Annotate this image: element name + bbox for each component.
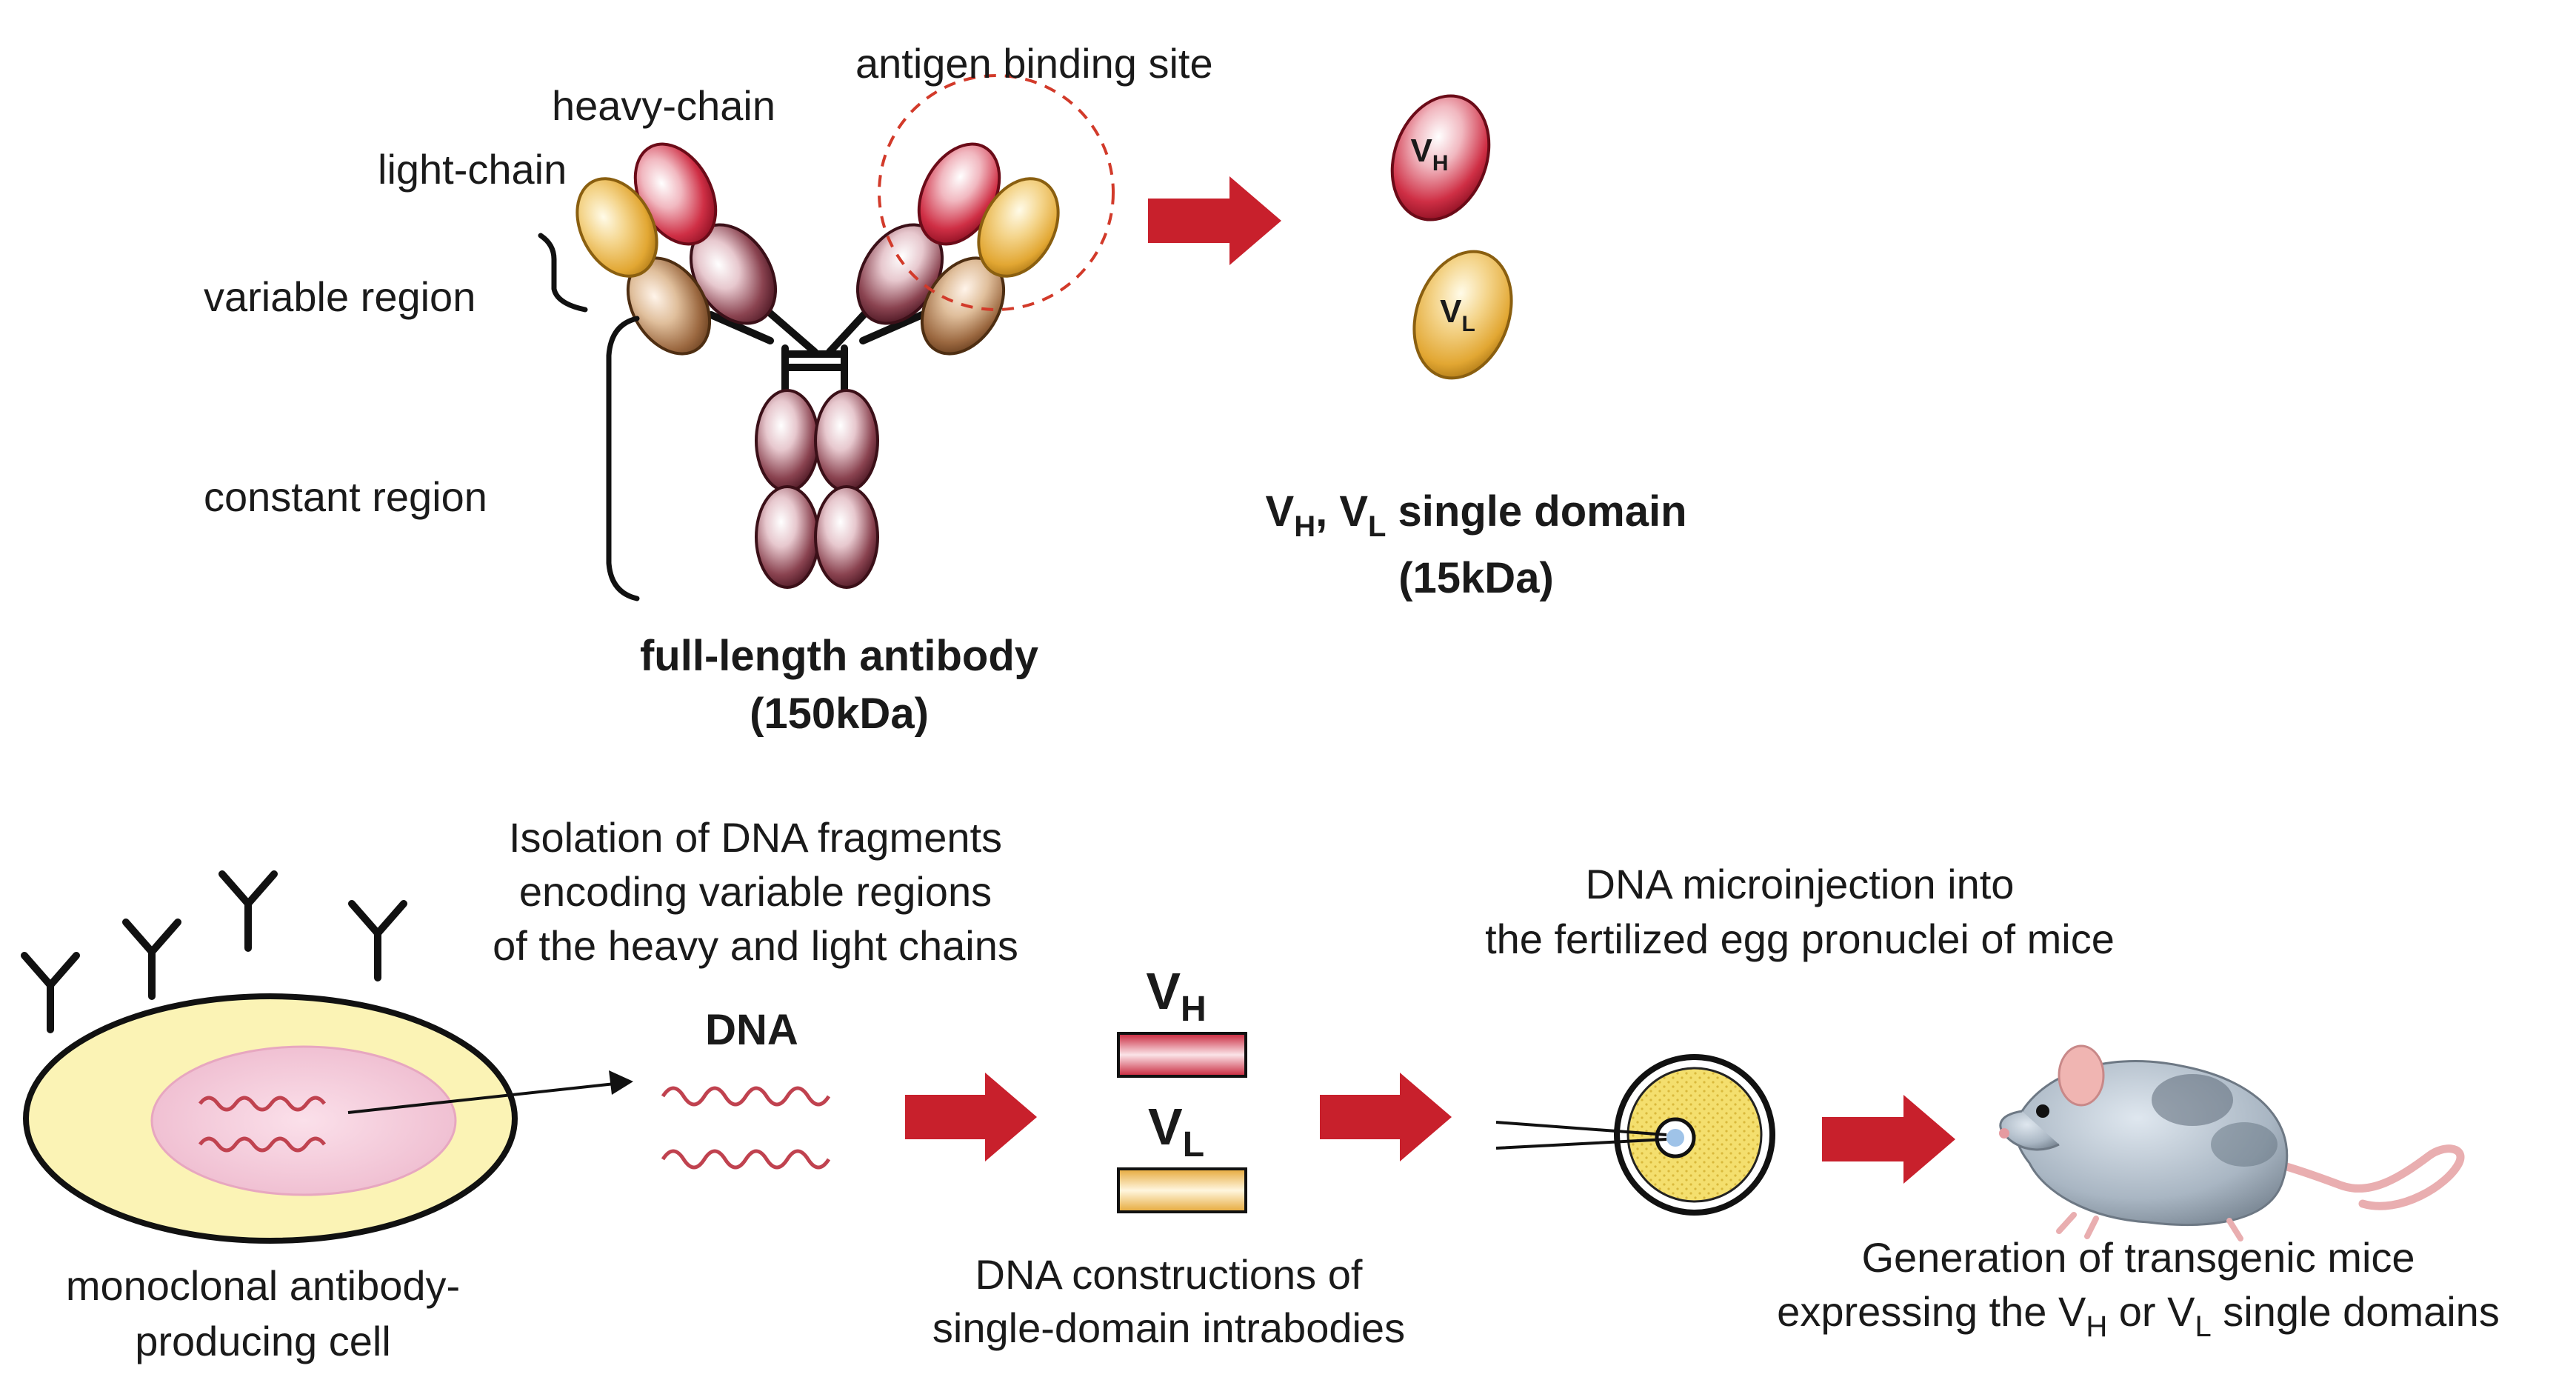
fertilized-egg <box>1614 1054 1775 1216</box>
constructions-caption-2: single-domain intrabodies <box>932 1304 1405 1351</box>
vh-domain-sub: H <box>1432 151 1449 176</box>
constant-domain-2 <box>814 389 879 493</box>
arrow-to-constructs <box>905 1073 1037 1161</box>
dna-label: DNA <box>705 1006 798 1054</box>
nucleus-dna-1 <box>198 1096 326 1112</box>
variable-region-label: variable region <box>204 273 476 320</box>
heavy-chain-label: heavy-chain <box>552 82 775 129</box>
constant-domain-4 <box>814 485 879 589</box>
surface-antibodies <box>21 870 407 1033</box>
transgenic-mouse <box>1999 1044 2465 1241</box>
dna-strand-2 <box>661 1149 831 1170</box>
cell-caption-2: producing cell <box>135 1318 391 1364</box>
injection-needle <box>1495 1121 1667 1150</box>
construct-vl-label: VL <box>1148 1098 1204 1164</box>
vh-domain: VH <box>1390 94 1491 221</box>
transgenic-line-2: expressing the VH or VL single domains <box>1777 1288 2500 1343</box>
variable-region-bracket <box>538 233 588 313</box>
cell-caption-1: monoclonal antibody- <box>66 1262 460 1309</box>
single-domain-size: (15kDa) <box>1398 554 1554 602</box>
construct-vl-bar <box>1117 1167 1247 1213</box>
arrow-to-single-domains <box>1148 176 1281 265</box>
dna-strand-1 <box>661 1086 831 1107</box>
constant-domain-3 <box>755 485 820 589</box>
full-length-antibody <box>575 142 1060 589</box>
right-light-vl <box>977 177 1060 278</box>
isolation-line-3: of the heavy and light chains <box>493 922 1018 969</box>
antigen-binding-site-label: antigen binding site <box>855 40 1213 87</box>
left-light-vl <box>575 177 658 278</box>
constructions-caption-1: DNA constructions of <box>975 1251 1363 1298</box>
construct-vh-bar <box>1117 1032 1247 1078</box>
constant-domain-1 <box>755 389 820 493</box>
vl-domain: VL <box>1412 250 1513 380</box>
microinjection-line-2: the fertilized egg pronuclei of mice <box>1485 916 2115 962</box>
transgenic-line-1: Generation of transgenic mice <box>1861 1234 2415 1281</box>
light-chain-label: light-chain <box>378 146 567 193</box>
isolation-line-2: encoding variable regions <box>519 868 992 915</box>
microinjection-line-1: DNA microinjection into <box>1586 861 2015 907</box>
construct-vh-label: VH <box>1146 962 1206 1029</box>
vh-domain-v: V <box>1410 133 1432 169</box>
svg-text:VL: VL <box>1440 293 1475 336</box>
full-length-antibody-size: (150kDa) <box>750 690 929 738</box>
vl-domain-v: V <box>1440 293 1462 330</box>
arrow-to-mouse <box>1822 1095 1955 1184</box>
antigen-binding-site-circle <box>878 74 1115 311</box>
nucleus-dna-2 <box>198 1136 326 1153</box>
arrow-to-microinjection <box>1320 1073 1452 1161</box>
cell-nucleus <box>150 1045 457 1196</box>
constant-region-label: constant region <box>204 473 487 520</box>
isolation-line-1: Isolation of DNA fragments <box>509 814 1002 861</box>
constant-region-bracket <box>606 316 640 601</box>
isolation-pointer-head <box>609 1070 633 1095</box>
vl-domain-sub: L <box>1462 312 1475 336</box>
single-domain-title: VH, VL single domain <box>1266 487 1687 543</box>
full-length-antibody-title: full-length antibody <box>640 632 1038 680</box>
svg-text:VH: VH <box>1410 133 1448 176</box>
isolation-pointer <box>347 1082 615 1114</box>
